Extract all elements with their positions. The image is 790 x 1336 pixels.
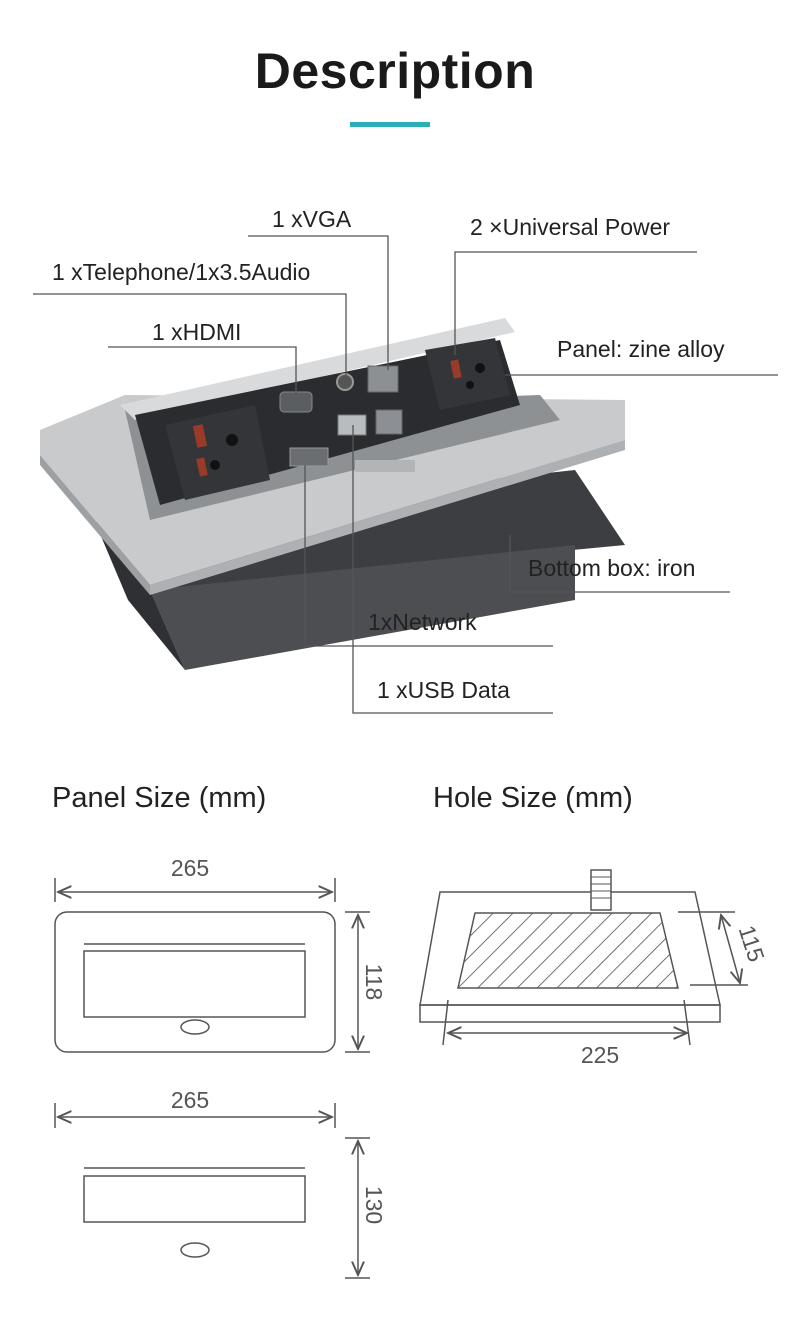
hdmi-leader-line bbox=[108, 346, 297, 395]
panel-window-top bbox=[83, 950, 306, 1018]
panel-window-bottom bbox=[83, 1175, 306, 1223]
power-label: 2 ×Universal Power bbox=[470, 214, 671, 240]
panel-height-bottom-text: 130 bbox=[361, 1186, 387, 1224]
network-port bbox=[375, 409, 403, 435]
universal-power-socket-right bbox=[425, 338, 510, 410]
dimension-drawings: 265 118 265 130 115 225 bbox=[54, 855, 770, 1279]
hdmi-port bbox=[289, 447, 329, 467]
depth-arrow bbox=[721, 915, 740, 983]
usb-port bbox=[337, 414, 367, 436]
telephone-leader-line bbox=[33, 293, 347, 380]
clamp-screw bbox=[590, 869, 612, 911]
network-label: 1xNetwork bbox=[368, 609, 477, 635]
usb-leader-line bbox=[352, 425, 553, 714]
bottom-box bbox=[150, 545, 575, 670]
panel-lid bbox=[120, 318, 515, 420]
hole-size-heading: Hole Size (mm) bbox=[433, 782, 633, 814]
vga-leader-line bbox=[248, 235, 389, 370]
network-leader-line bbox=[304, 465, 553, 647]
hole-width-text: 225 bbox=[581, 1042, 619, 1068]
rj45-port bbox=[367, 365, 399, 393]
panel-material-label: Panel: zine alloy bbox=[557, 336, 725, 362]
hdmi-label: 1 xHDMI bbox=[152, 319, 242, 345]
panel-width-top-text: 265 bbox=[171, 855, 209, 881]
hole-cutout bbox=[457, 912, 679, 989]
bottom-leader-line bbox=[509, 535, 730, 593]
page-title: Description bbox=[254, 43, 536, 99]
title-underline bbox=[350, 122, 430, 127]
power-leader-line bbox=[454, 251, 697, 355]
universal-power-socket-left bbox=[165, 405, 270, 500]
audio-jack bbox=[336, 373, 354, 391]
vga-label: 1 xVGA bbox=[272, 206, 352, 232]
usb-label: 1 xUSB Data bbox=[377, 677, 510, 703]
product-illustration bbox=[33, 235, 778, 714]
panel-size-heading: Panel Size (mm) bbox=[52, 782, 267, 814]
panel-outline-top bbox=[54, 911, 336, 1053]
bottom-box-label: Bottom box: iron bbox=[528, 555, 696, 581]
panel-height-top-text: 118 bbox=[361, 964, 387, 1001]
bottom-box-side bbox=[95, 522, 185, 670]
hole-depth-text: 115 bbox=[734, 922, 770, 965]
telephone-label: 1 xTelephone/1x3.5Audio bbox=[52, 259, 311, 285]
panel-width-bottom-text: 265 bbox=[171, 1087, 209, 1113]
